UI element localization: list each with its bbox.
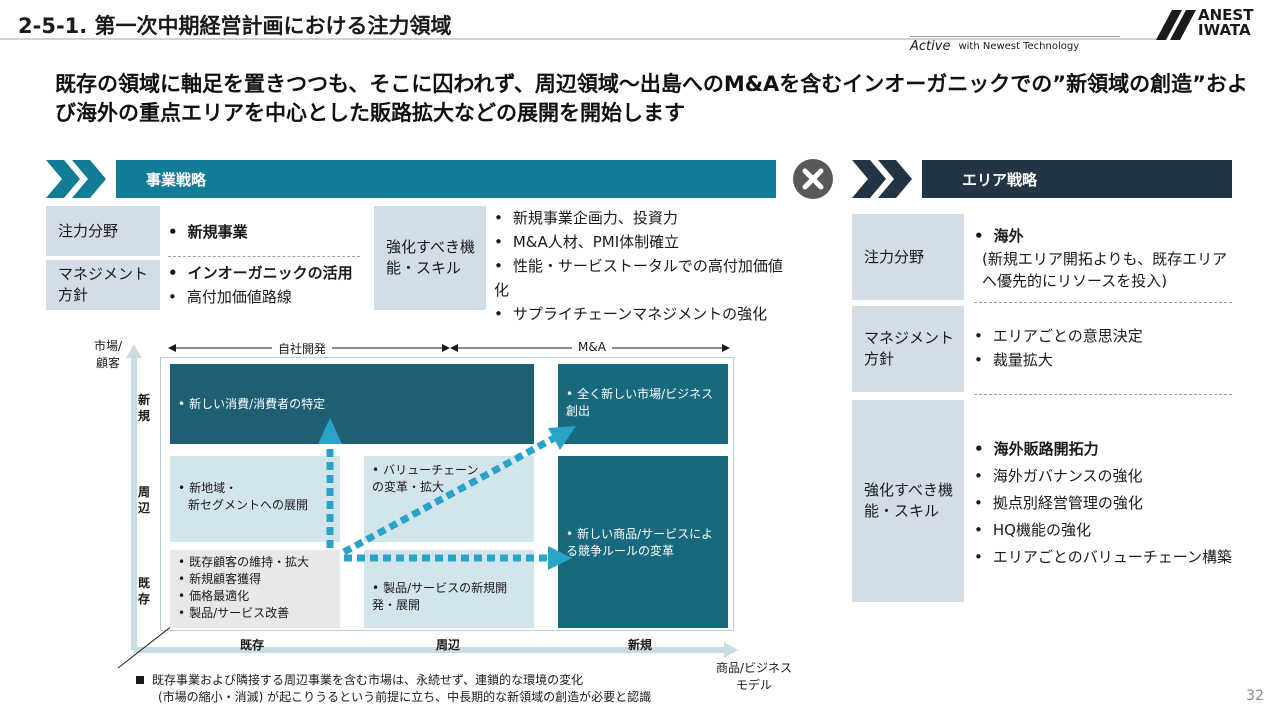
area-mgmt-item: 裁量拡大: [974, 348, 1232, 372]
area-skill-label: 強化すべき機能・スキル: [852, 400, 964, 602]
business-mgmt-item: インオーガニックの活用: [168, 261, 368, 285]
double-chevron-icon: [852, 160, 922, 198]
cell-text: 新規顧客獲得: [178, 571, 332, 588]
close-icon: [793, 159, 833, 199]
business-focus-items: 新規事業: [168, 220, 360, 257]
logo-text-line1: ANEST: [1198, 6, 1254, 24]
area-skill-items: 海外販路開拓力 海外ガバナンスの強化 拠点別経営管理の強化 HQ機能の強化 エリ…: [974, 436, 1232, 571]
x-axis-label: 商品/ビジネスモデル: [715, 661, 793, 692]
logo-mark-icon: [1156, 10, 1196, 40]
cell-new-new: 全く新しい市場/ビジネス創出: [558, 364, 728, 444]
growth-arrows: [318, 418, 576, 570]
double-chevron-icon: [46, 160, 116, 198]
row-label-new: 新規: [138, 393, 151, 423]
cell-text: 価格最適化: [178, 588, 332, 605]
cell-new-product: 新しい商品/サービスによる競争ルールの変革: [558, 456, 728, 628]
matrix-axes: [117, 344, 738, 669]
footnote-line1: 既存事業および隣接する周辺事業を含む市場は、永続せず、連鎖的な環境の変化: [136, 672, 651, 689]
cell-new-market: 新しい消費/消費者の特定: [170, 364, 534, 444]
area-skill-item: エリアごとのバリューチェーン構築: [974, 544, 1232, 571]
footnote-text: 既存事業および隣接する周辺事業を含む市場は、永続せず、連鎖的な環境の変化: [152, 673, 584, 687]
tagline-text: with Newest Technology: [958, 40, 1080, 52]
col-label-existing: 既存: [240, 638, 265, 652]
col-label-new: 新規: [628, 638, 653, 652]
area-skill-item: 拠点別経営管理の強化: [974, 490, 1232, 517]
footnote: 既存事業および隣接する周辺事業を含む市場は、永続せず、連鎖的な環境の変化 (市場…: [136, 672, 651, 706]
area-skill-item: 海外ガバナンスの強化: [974, 463, 1232, 490]
footnote-line2: (市場の縮小・消滅) が起こりうるという前提に立ち、中長期的な新領域の創造が必要…: [158, 690, 652, 704]
tagline-brand: Active: [910, 38, 951, 54]
area-mgmt-label: マネジメント方針: [852, 306, 964, 392]
business-strategy-band: 事業戦略: [46, 160, 776, 198]
business-mgmt-items: インオーガニックの活用 高付加価値路線: [168, 261, 368, 309]
matrix-border: [160, 357, 734, 631]
area-focus-title: 海外: [974, 224, 1232, 248]
cell-text: 既存顧客の維持・拡大: [178, 554, 332, 571]
top-right-label: M&A: [572, 340, 612, 354]
cell-text: 全く新しい市場/ビジネス創出: [566, 386, 720, 420]
tagline: Active with Newest Technology: [910, 36, 1120, 55]
business-focus-label: 注力分野: [46, 206, 160, 256]
row-label-existing: 既存: [138, 576, 151, 606]
business-skill-items: 新規事業企画力、投資力 M&A人材、PMI体制確立 性能・サービストータルでの高…: [494, 206, 794, 326]
cell-text: 新しい消費/消費者の特定: [178, 396, 325, 413]
square-bullet-icon: [136, 676, 144, 684]
business-focus-item: 新規事業: [168, 220, 360, 244]
company-logo: ANEST IWATA: [1154, 6, 1272, 40]
page-title: 2-5-1. 第一次中期経営計画における注力領域: [18, 14, 452, 38]
page-number: 32: [1246, 688, 1264, 704]
cell-text: 新地域・: [178, 480, 332, 497]
cell-product-adjacent: 製品/サービスの新規開発・展開: [364, 550, 534, 628]
area-skill-item: HQ機能の強化: [974, 517, 1232, 544]
cell-existing-existing: 既存顧客の維持・拡大 新規顧客獲得 価格最適化 製品/サービス改善: [170, 550, 340, 628]
area-strategy-label: エリア戦略: [962, 170, 1038, 189]
area-focus-label: 注力分野: [852, 214, 964, 300]
business-skill-item: M&A人材、PMI体制確立: [494, 230, 794, 254]
top-left-label: 自社開発: [272, 340, 333, 357]
area-mgmt-items: エリアごとの意思決定 裁量拡大: [974, 324, 1232, 395]
business-skill-item: 性能・サービストータルでの高付加価値化: [494, 254, 794, 302]
business-skill-label: 強化すべき機能・スキル: [374, 206, 486, 310]
cell-text: バリューチェーンの変革・拡大: [372, 462, 482, 496]
business-skill-item: サプライチェーンマネジメントの強化: [494, 302, 794, 326]
area-strategy-band: エリア戦略: [852, 160, 1232, 198]
headline: 既存の領域に軸足を置きつつも、そこに囚われず、周辺領域～出島へのM&Aを含むイン…: [55, 72, 1248, 125]
cell-adjacent-existing: 新地域・ 新セグメントへの展開: [170, 456, 340, 542]
title-divider: [0, 38, 1160, 40]
cell-text: 製品/サービスの新規開発・展開: [372, 580, 526, 614]
col-label-adjacent: 周辺: [436, 638, 461, 652]
area-focus-note: (新規エリア開拓よりも、既存エリアへ優先的にリソースを投入): [982, 250, 1228, 290]
logo-text-line2: IWATA: [1198, 21, 1251, 39]
business-mgmt-label: マネジメント方針: [46, 260, 160, 310]
business-skill-item: 新規事業企画力、投資力: [494, 206, 794, 230]
area-skill-item: 海外販路開拓力: [974, 436, 1232, 463]
cell-text: 新セグメントへの展開: [188, 498, 309, 512]
business-mgmt-item: 高付加価値路線: [168, 285, 368, 309]
cell-text: 新しい商品/サービスによる競争ルールの変革: [566, 526, 720, 560]
area-focus-items: 海外 (新規エリア開拓よりも、既存エリアへ優先的にリソースを投入): [974, 224, 1232, 303]
y-axis-label: 市場/顧客: [93, 339, 123, 370]
row-label-adjacent: 周辺: [138, 485, 151, 515]
business-strategy-label: 事業戦略: [146, 170, 207, 189]
cell-text: 製品/サービス改善: [178, 605, 332, 622]
area-mgmt-item: エリアごとの意思決定: [974, 324, 1232, 348]
